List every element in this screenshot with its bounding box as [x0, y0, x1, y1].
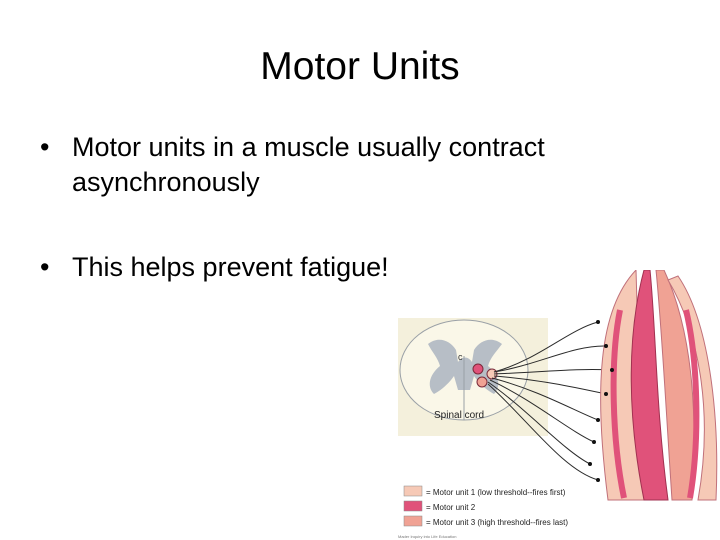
- muscle-fiber-unit2: [683, 309, 700, 499]
- figure-credit: Mader Inquiry into Life Education: [398, 534, 456, 539]
- muscle-fiber-unit2: [610, 309, 627, 499]
- cord-marker: c: [458, 352, 463, 362]
- bullet-text: Motor units in a muscle usually contract…: [72, 132, 545, 197]
- motor-neuron-body: [476, 376, 488, 388]
- motor-unit-diagram: c Spinal cord: [398, 270, 718, 539]
- spinal-cord-label: Spinal cord: [434, 410, 484, 421]
- muscle: [588, 270, 718, 501]
- slide-title: Motor Units: [260, 45, 460, 88]
- neuromuscular-junctions: [588, 320, 614, 482]
- bullet-text: This helps prevent fatigue!: [72, 252, 389, 282]
- bullet-item: • Motor units in a muscle usually contra…: [40, 130, 640, 200]
- muscle-fiber-unit2: [630, 270, 669, 501]
- legend-swatch-unit3: [403, 515, 423, 527]
- legend-swatch-unit1: [403, 485, 423, 497]
- muscle-fiber-unit3: [655, 270, 695, 501]
- legend-label: = Motor unit 2: [426, 503, 476, 512]
- motor-neuron-body: [472, 363, 484, 375]
- legend-label: = Motor unit 1 (low threshold--fires fir…: [426, 488, 566, 497]
- bullet-marker: •: [40, 132, 50, 162]
- motor-unit-figure: c Spinal cord: [398, 270, 720, 540]
- legend-swatch-unit2: [403, 500, 423, 512]
- axon-bundle: [487, 321, 613, 481]
- legend: = Motor unit 1 (low threshold--fires fir…: [398, 485, 568, 539]
- bullet-marker: •: [40, 252, 50, 282]
- bullet-item: • This helps prevent fatigue!: [40, 250, 640, 285]
- bullet-list: • Motor units in a muscle usually contra…: [40, 130, 640, 335]
- legend-label: = Motor unit 3 (high threshold--fires la…: [426, 518, 568, 527]
